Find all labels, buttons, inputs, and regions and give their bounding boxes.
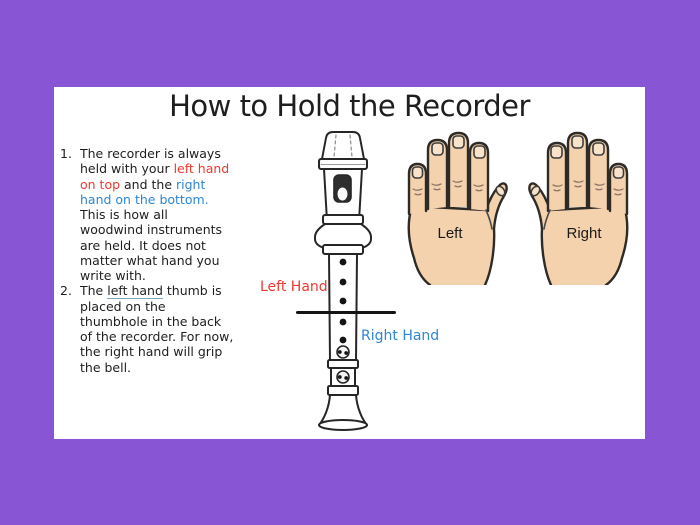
left-hand-name-label: Left xyxy=(437,225,463,242)
recorder-illustration xyxy=(314,131,372,431)
item-text: The recorder is always held with your le… xyxy=(80,146,234,283)
text-segment-underlined: left hand xyxy=(107,283,163,300)
page-title: How to Hold the Recorder xyxy=(169,89,530,123)
right-hand-label: Right Hand xyxy=(361,328,440,344)
recorder-bell-rim xyxy=(318,419,368,431)
double-hole xyxy=(336,370,350,384)
left-hand-label: Left Hand xyxy=(260,279,328,295)
finger-hole xyxy=(339,278,347,286)
left-hand-drawing xyxy=(407,131,508,285)
right-hand-drawing xyxy=(528,131,629,285)
finger-hole xyxy=(339,297,347,305)
item-text: The left hand thumb is placed on the thu… xyxy=(80,283,234,375)
text-segment-blue: right hand on the bottom. xyxy=(80,176,209,207)
item-number: 1. xyxy=(60,146,72,161)
finger-hole xyxy=(339,258,347,266)
text-segment: This is how all woodwind instruments are… xyxy=(80,207,223,283)
slide: How to Hold the Recorder 1. The recorder… xyxy=(54,87,645,439)
recorder-ring xyxy=(322,244,364,255)
double-hole xyxy=(336,345,350,359)
text-segment: and the xyxy=(120,176,176,192)
finger-hole xyxy=(339,318,347,326)
text-segment: thumb is placed on the thumbhole in the … xyxy=(80,283,234,375)
recorder-ring xyxy=(327,385,359,396)
recorder-ring xyxy=(322,214,364,225)
recorder-beak-dashes xyxy=(333,134,353,158)
list-item: 2. The left hand thumb is placed on the … xyxy=(58,283,234,375)
instruction-list: 1. The recorder is always held with your… xyxy=(58,146,234,375)
recorder-ring xyxy=(327,359,359,369)
text-segment: The recorder is always held with your xyxy=(80,146,221,177)
recorder-body xyxy=(328,253,358,362)
item-number: 2. xyxy=(60,283,72,299)
hands-illustration xyxy=(407,131,629,285)
text-segment: The xyxy=(80,283,108,299)
finger-hole xyxy=(339,336,347,344)
text-segment-red: left hand on top xyxy=(80,161,230,192)
list-item: 1. The recorder is always held with your… xyxy=(58,146,234,283)
right-hand-name-label: Right xyxy=(566,225,602,242)
recorder-beak xyxy=(321,131,365,160)
hand-divider-line xyxy=(296,311,396,314)
